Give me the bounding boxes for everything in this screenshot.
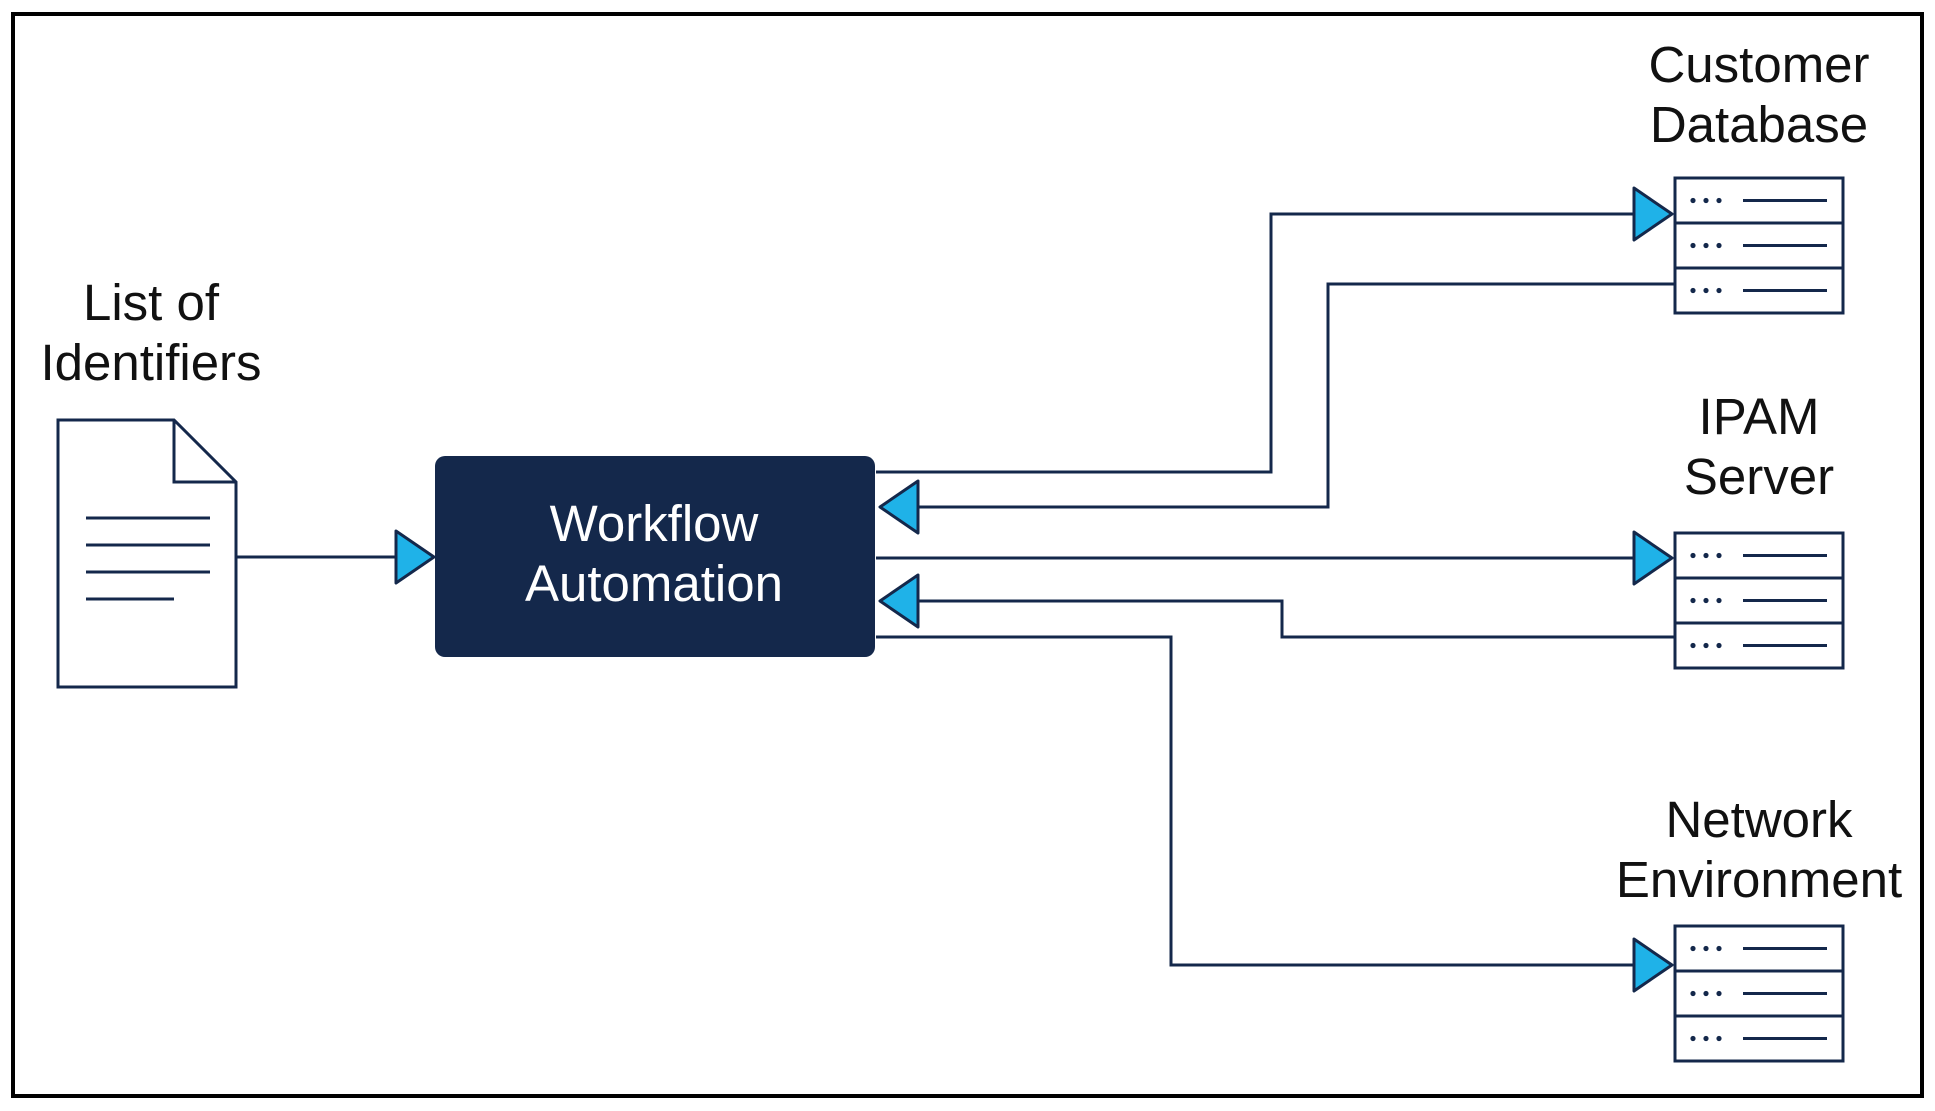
workflow-label-line1: Workflow	[550, 495, 759, 552]
node-customer-database: Customer Database	[1648, 36, 1870, 315]
arrowhead-from-customer-db-icon	[878, 479, 920, 535]
arrowhead-from-ipam-icon	[878, 573, 920, 629]
diagram-frame	[11, 12, 1924, 1098]
arrowhead-to-customer-db-icon	[1632, 186, 1674, 242]
ipam-label-line2: Server	[1684, 448, 1834, 505]
arrowhead-to-network-icon	[1632, 937, 1674, 993]
workflow-label-line2: Automation	[525, 555, 783, 612]
server-icon	[1673, 531, 1845, 670]
server-icon	[1673, 176, 1845, 315]
node-workflow-automation: Workflow Automation	[435, 456, 875, 657]
server-icon	[1673, 924, 1845, 1063]
list-label-line1: List of	[83, 274, 220, 331]
customer-db-label-line2: Database	[1650, 96, 1868, 153]
network-label-line1: Network	[1665, 791, 1853, 848]
arrowhead-to-workflow-icon	[394, 529, 436, 585]
document-icon	[56, 418, 238, 689]
node-ipam-server: IPAM Server	[1673, 388, 1845, 670]
customer-db-label-line1: Customer	[1648, 36, 1869, 93]
arrowhead-to-ipam-icon	[1632, 530, 1674, 586]
workflow-box	[435, 456, 875, 657]
list-label-line2: Identifiers	[40, 334, 261, 391]
node-list-of-identifiers: List of Identifiers	[40, 274, 262, 689]
network-label-line2: Environment	[1616, 851, 1902, 908]
edge-workflow-to-customer-db	[876, 212, 1634, 474]
node-network-environment: Network Environment	[1616, 791, 1902, 1063]
edge-workflow-to-network	[876, 635, 1634, 967]
edge-ipam-to-workflow	[916, 599, 1675, 639]
edge-customer-db-to-workflow	[916, 282, 1675, 509]
ipam-label-line1: IPAM	[1699, 388, 1820, 445]
